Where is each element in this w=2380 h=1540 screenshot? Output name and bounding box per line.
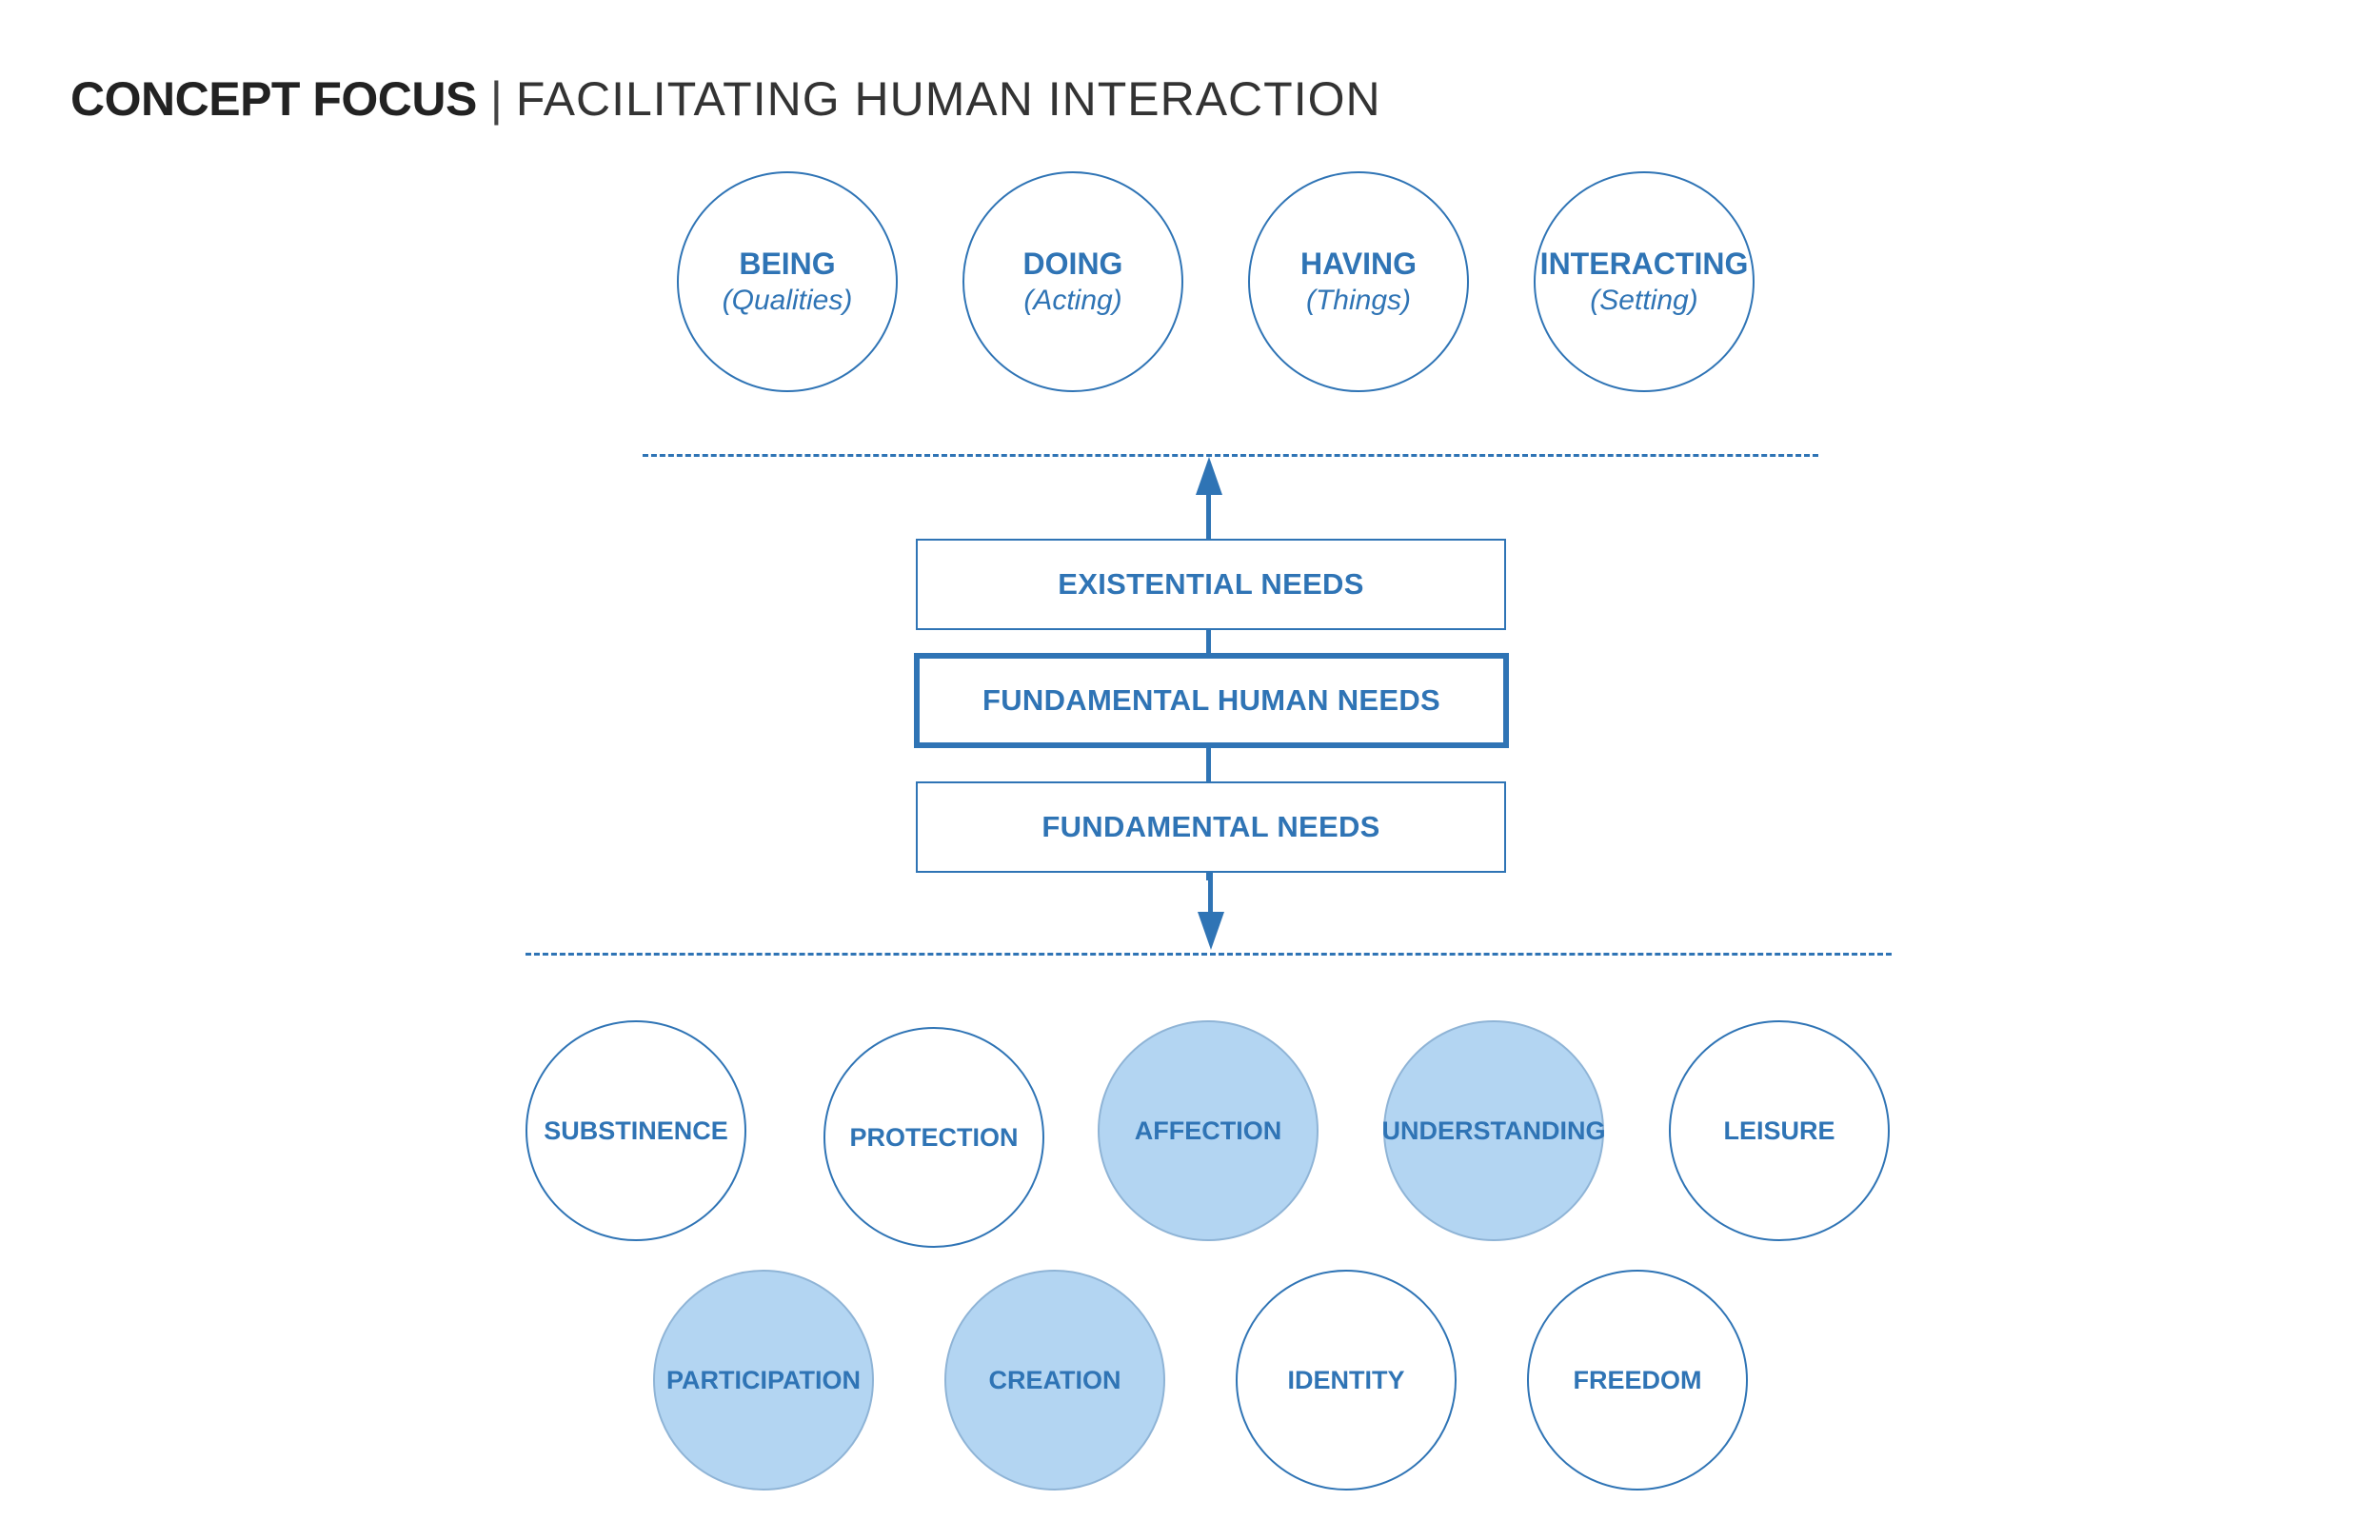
need-label: IDENTITY (1287, 1366, 1405, 1394)
title-bold: CONCEPT FOCUS (70, 72, 477, 126)
category-circle-interacting: INTERACTING (Setting) (1534, 171, 1755, 392)
category-label: DOING (1022, 247, 1123, 281)
fundamental-human-needs-label: FUNDAMENTAL HUMAN NEEDS (982, 683, 1441, 717)
category-circle-having: HAVING (Things) (1248, 171, 1469, 392)
arrow-up-icon (1196, 457, 1222, 495)
lower-dashed-divider (526, 953, 1892, 956)
category-sublabel: (Setting) (1590, 285, 1698, 316)
category-label: INTERACTING (1539, 247, 1749, 281)
category-sublabel: (Qualities) (722, 285, 853, 316)
existential-needs-box: EXISTENTIAL NEEDS (916, 539, 1506, 630)
need-label: PARTICIPATION (666, 1366, 861, 1394)
need-circle-affection: AFFECTION (1098, 1020, 1319, 1241)
need-circle-creation: CREATION (944, 1270, 1165, 1491)
category-label: BEING (739, 247, 836, 281)
need-label: AFFECTION (1134, 1116, 1282, 1145)
need-circle-protection: PROTECTION (823, 1027, 1044, 1248)
need-label: PROTECTION (849, 1123, 1019, 1152)
need-label: UNDERSTANDING (1381, 1116, 1606, 1145)
upper-dashed-divider (643, 454, 1818, 457)
need-circle-leisure: LEISURE (1669, 1020, 1890, 1241)
page-title: CONCEPT FOCUS|FACILITATING HUMAN INTERAC… (70, 69, 1381, 129)
fundamental-needs-label: FUNDAMENTAL NEEDS (1041, 810, 1380, 843)
need-label: CREATION (988, 1366, 1121, 1394)
category-circle-doing: DOING (Acting) (962, 171, 1183, 392)
title-separator: | (489, 72, 503, 126)
category-sublabel: (Acting) (1023, 285, 1122, 316)
need-circle-understanding: UNDERSTANDING (1381, 1020, 1606, 1241)
need-circle-freedom: FREEDOM (1527, 1270, 1748, 1491)
need-circle-identity: IDENTITY (1236, 1270, 1457, 1491)
need-label: FREEDOM (1573, 1366, 1702, 1394)
category-label: HAVING (1299, 247, 1418, 281)
fundamental-human-needs-box: FUNDAMENTAL HUMAN NEEDS (914, 653, 1509, 748)
connector-line-lower (1208, 871, 1213, 917)
existential-needs-label: EXISTENTIAL NEEDS (1058, 567, 1364, 601)
arrow-down-icon (1198, 912, 1224, 950)
need-circle-participation: PARTICIPATION (653, 1270, 874, 1491)
category-sublabel: (Things) (1305, 285, 1412, 316)
need-label: LEISURE (1723, 1116, 1835, 1145)
category-circle-being: BEING (Qualities) (677, 171, 898, 392)
fundamental-needs-box: FUNDAMENTAL NEEDS (916, 781, 1506, 873)
need-label: SUBSTINENCE (544, 1116, 728, 1145)
title-subtitle: FACILITATING HUMAN INTERACTION (515, 72, 1381, 126)
need-circle-substinence: SUBSTINENCE (526, 1020, 746, 1241)
